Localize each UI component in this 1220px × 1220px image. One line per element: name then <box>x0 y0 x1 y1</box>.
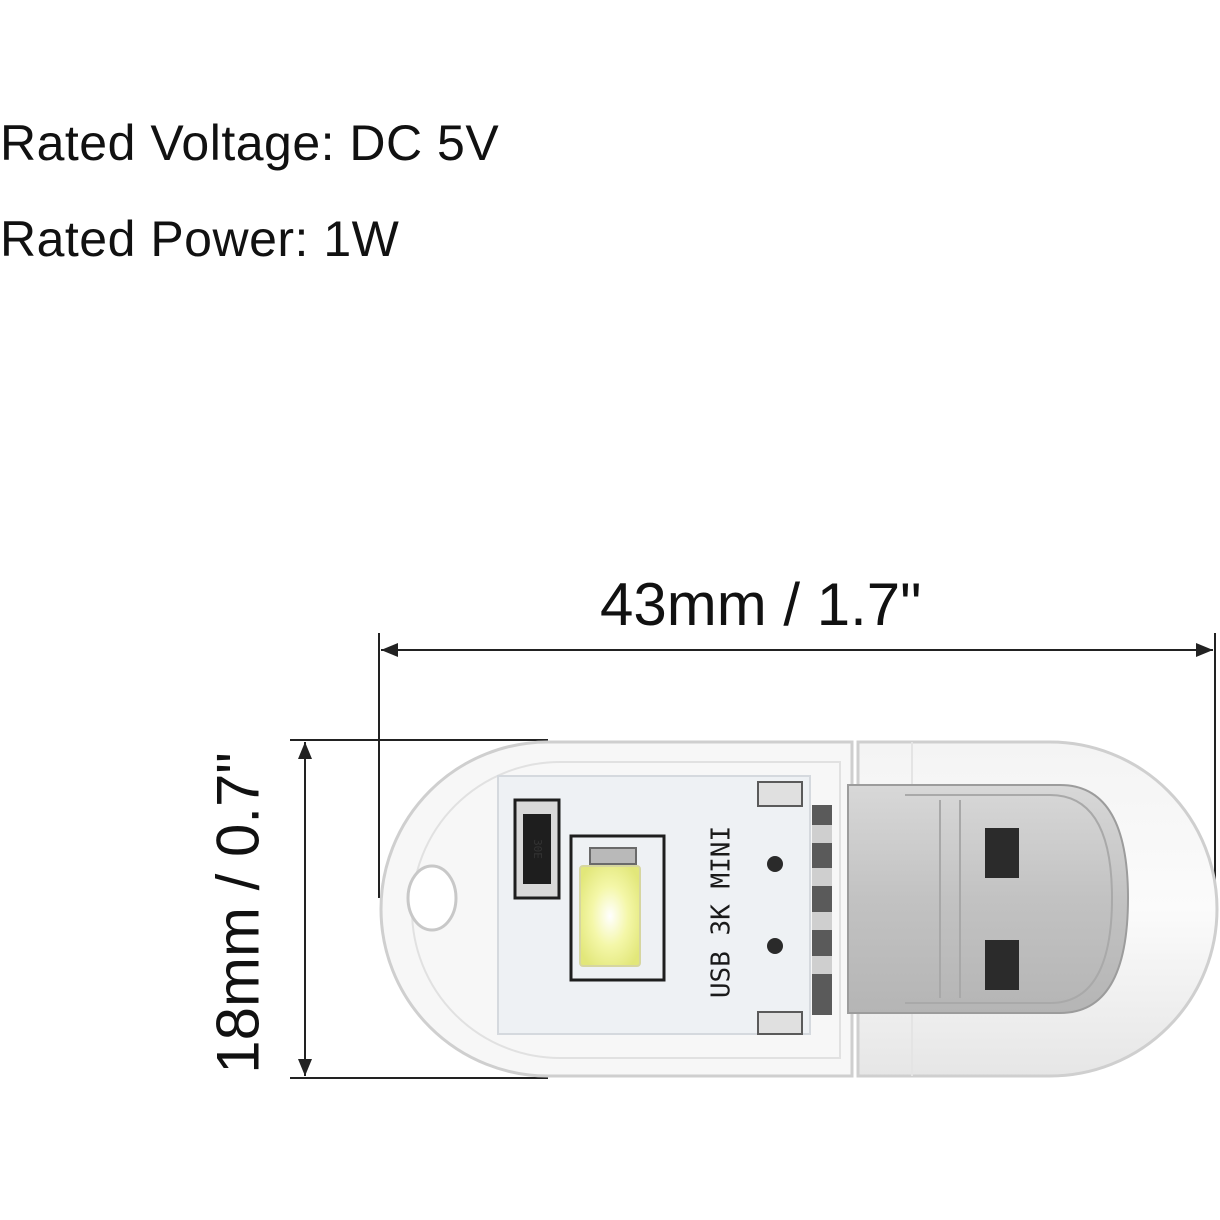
resistor-component: 30E <box>513 798 561 900</box>
led-chip-icon <box>579 865 641 967</box>
pcb-board: 30E USB 3K MINI <box>497 775 811 1035</box>
width-dimension <box>378 633 1216 898</box>
rated-power-text: Rated Power: 1W <box>0 211 400 267</box>
height-dimension <box>290 739 548 1079</box>
via-hole-icon <box>767 938 783 954</box>
resistor-code: 30E <box>531 839 544 859</box>
usb-connector <box>812 784 1130 1015</box>
keyring-hole-icon <box>406 864 458 932</box>
connector-slot-top <box>985 828 1019 878</box>
via-hole-icon <box>767 856 783 872</box>
connector-slot-bottom <box>985 940 1019 990</box>
pcb-marking: USB 3K MINI <box>707 826 737 998</box>
rated-voltage-text: Rated Voltage: DC 5V <box>0 115 500 171</box>
width-dimension-label: 43mm / 1.7" <box>600 571 922 638</box>
